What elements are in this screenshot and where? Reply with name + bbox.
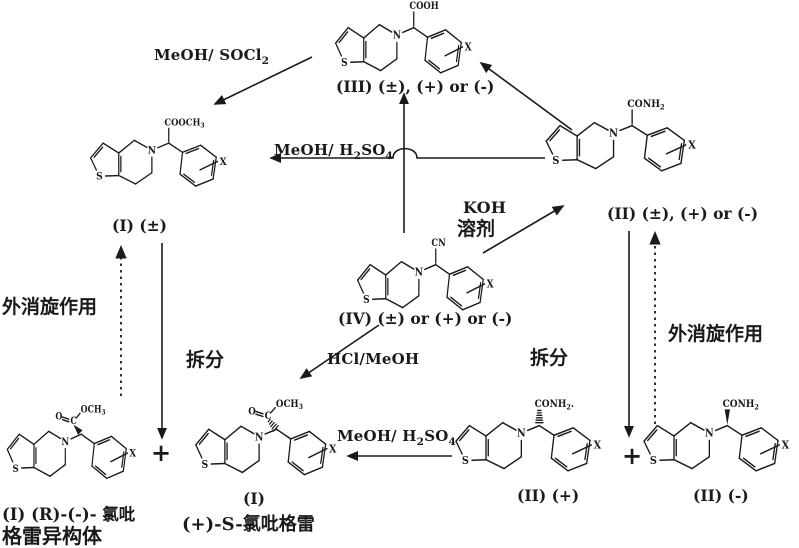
svg-text:CONH2: CONH2 bbox=[627, 99, 664, 112]
label-resolution-left: 拆分 bbox=[186, 349, 225, 371]
svg-text:S: S bbox=[201, 459, 208, 471]
caption-IV: (IV) (±) or (+) or (-) bbox=[338, 309, 513, 328]
svg-text:X: X bbox=[465, 42, 472, 54]
svg-text:CN: CN bbox=[431, 237, 446, 249]
svg-text:COOH: COOH bbox=[409, 0, 439, 12]
arrow-meoh-h2so4-mid bbox=[269, 147, 545, 164]
svg-text:X: X bbox=[220, 157, 228, 169]
svg-text:N: N bbox=[609, 127, 619, 139]
svg-text:X: X bbox=[782, 439, 790, 452]
svg-text:C: C bbox=[70, 416, 76, 427]
svg-text:OCH3: OCH3 bbox=[81, 405, 106, 417]
plus-sign-right: + bbox=[622, 441, 643, 470]
reagent-meoh-h2so4-bottom: MeOH/ H2SO4 bbox=[337, 427, 457, 448]
structure-II-plus-amide: S N X CONH2. bbox=[455, 399, 602, 472]
svg-text:X: X bbox=[329, 444, 336, 456]
label-racemization-right: 外消旋作用 bbox=[668, 323, 764, 345]
caption-I-S-line1: (I) bbox=[243, 489, 265, 508]
label-racemization-left: 外消旋作用 bbox=[2, 296, 98, 318]
reagent-solvent: 溶剂 bbox=[457, 218, 496, 240]
caption-I-R-line1: (I) (R)-(-)- 氯吡 bbox=[2, 505, 136, 524]
svg-text:S: S bbox=[96, 171, 103, 183]
svg-text:N: N bbox=[61, 436, 69, 448]
structure-II-minus-amide: S N X CONH2 bbox=[643, 399, 790, 472]
reagent-koh: KOH bbox=[463, 198, 507, 217]
svg-text:S: S bbox=[341, 58, 348, 70]
svg-text:N: N bbox=[517, 427, 526, 440]
reagent-meoh-h2so4-mid: MeOH/ H2SO4 bbox=[274, 141, 394, 162]
svg-text:O: O bbox=[55, 412, 62, 423]
reagent-hcl-meoh: HCl/MeOH bbox=[327, 350, 420, 368]
caption-I-S-line2: (+)-S-氯吡格雷 bbox=[182, 514, 315, 535]
svg-text:X: X bbox=[487, 279, 494, 291]
svg-text:COOCH3: COOCH3 bbox=[164, 118, 205, 130]
arrow-meoh-socl2 bbox=[213, 56, 313, 105]
svg-text:S: S bbox=[552, 155, 559, 167]
reagent-meoh-socl2: MeOH/ SOCl2 bbox=[154, 46, 270, 67]
svg-text:N: N bbox=[148, 145, 156, 157]
svg-text:N: N bbox=[255, 432, 264, 444]
svg-text:N: N bbox=[705, 427, 714, 440]
caption-II-plus: (II) (+) bbox=[517, 486, 580, 505]
structure-IV-nitrile: S N X CN bbox=[357, 237, 494, 311]
caption-II-minus: (II) (-) bbox=[693, 486, 749, 505]
svg-text:N: N bbox=[415, 267, 423, 279]
svg-text:N: N bbox=[393, 30, 401, 42]
svg-text:C: C bbox=[265, 410, 272, 422]
svg-text:S: S bbox=[650, 455, 657, 468]
svg-text:X: X bbox=[129, 448, 136, 460]
label-resolution-right: 拆分 bbox=[530, 347, 569, 369]
arrow-koh-iv-to-ii bbox=[482, 205, 565, 254]
svg-text:S: S bbox=[462, 455, 469, 468]
caption-I-R-line2: 格雷异构体 bbox=[2, 524, 102, 548]
plus-sign-left: + bbox=[151, 438, 172, 467]
svg-text:S: S bbox=[13, 463, 19, 475]
structure-III-acid: S N X COOH bbox=[335, 0, 472, 74]
caption-II-racemic: (II) (±), (+) or (-) bbox=[607, 204, 759, 223]
svg-text:CONH2.: CONH2. bbox=[535, 399, 574, 412]
svg-text:X: X bbox=[594, 439, 602, 452]
svg-text:X: X bbox=[688, 139, 697, 151]
svg-text:CONH2: CONH2 bbox=[723, 399, 759, 412]
svg-text:OCH3: OCH3 bbox=[276, 398, 303, 411]
arrow-ii-to-iii bbox=[479, 61, 573, 131]
arrow-hcl-meoh bbox=[299, 324, 380, 380]
svg-text:O: O bbox=[248, 406, 256, 418]
caption-III: (III) (±), (+) or (-) bbox=[336, 77, 495, 96]
structure-II-racemic-amide: S N X CONH2 bbox=[545, 99, 697, 172]
svg-text:S: S bbox=[363, 295, 370, 307]
structure-I-racemic-ester: S N X COOCH3 bbox=[90, 118, 228, 187]
caption-I-racemic: (I) (±) bbox=[112, 216, 167, 235]
